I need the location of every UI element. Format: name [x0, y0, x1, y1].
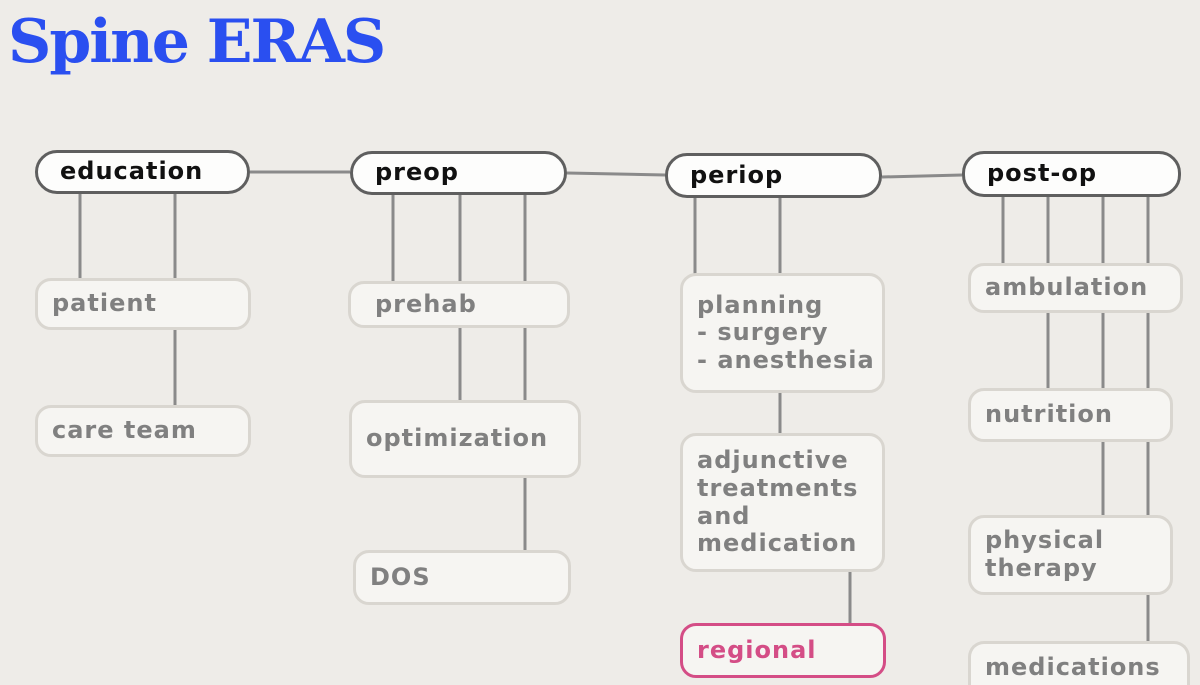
item-patient: patient	[35, 278, 251, 330]
stage-label: post-op	[987, 159, 1098, 188]
item-adjunctive-treatments: adjunctive treatments and medication	[680, 433, 885, 572]
stage-education: education	[35, 150, 250, 194]
connector-periop-postop	[881, 173, 963, 179]
item-text: - surgery	[697, 318, 829, 347]
item-medications: medications	[968, 641, 1190, 685]
item-text: prehab	[375, 289, 477, 318]
item-text: optimization	[366, 424, 549, 453]
stage-postop: post-op	[962, 151, 1181, 197]
item-text: planning	[697, 290, 824, 319]
item-planning: planning - surgery - anesthesia	[680, 273, 885, 393]
item-text: DOS	[370, 562, 431, 591]
item-optimization: optimization	[349, 400, 581, 478]
item-text: medication	[697, 529, 858, 558]
item-regional: regional	[680, 623, 886, 678]
item-text: and	[697, 501, 751, 530]
item-text: adjunctive	[697, 446, 849, 475]
item-text: treatments	[697, 473, 859, 502]
stage-label: periop	[690, 160, 784, 189]
item-text: ambulation	[985, 273, 1149, 302]
connector-preop-periop	[566, 171, 666, 177]
item-text: patient	[52, 289, 157, 318]
item-nutrition: nutrition	[968, 388, 1173, 442]
stage-preop: preop	[350, 151, 567, 195]
item-dos: DOS	[353, 550, 571, 605]
item-prehab: prehab	[348, 281, 570, 328]
item-text: regional	[697, 635, 817, 664]
item-text: therapy	[985, 554, 1098, 582]
item-text: care team	[52, 416, 197, 445]
item-ambulation: ambulation	[968, 263, 1183, 313]
item-text: medications	[985, 652, 1161, 681]
page-title: Spine ERAS	[8, 7, 386, 77]
stage-label: education	[60, 157, 204, 186]
item-text: physical	[985, 526, 1105, 555]
stage-label: preop	[375, 158, 459, 187]
item-care-team: care team	[35, 405, 251, 457]
item-physical-therapy: physical therapy	[968, 515, 1173, 595]
stage-periop: periop	[665, 153, 882, 198]
item-text: nutrition	[985, 400, 1113, 429]
item-text: - anesthesia	[697, 345, 875, 374]
